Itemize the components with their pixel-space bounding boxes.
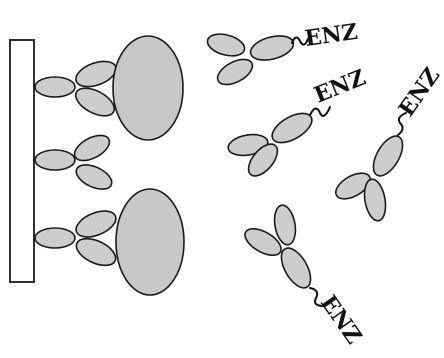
- enzyme-antibody-2: ENZ: [227, 65, 370, 181]
- enzyme-antibody-4: ENZ: [241, 204, 367, 349]
- solid-support-plate: [10, 40, 34, 282]
- enz-label-3: ENZ: [394, 63, 444, 121]
- bound-antibody-top: [35, 56, 119, 121]
- plate-antibody-middle: [35, 130, 115, 194]
- bound-antibody-bottom: [35, 206, 120, 271]
- enz-label-4: ENZ: [315, 291, 367, 349]
- enz-label-1: ENZ: [303, 19, 359, 52]
- antigen-top: [113, 36, 183, 140]
- enz-label-2: ENZ: [311, 65, 370, 109]
- antigen-bottom: [116, 189, 184, 295]
